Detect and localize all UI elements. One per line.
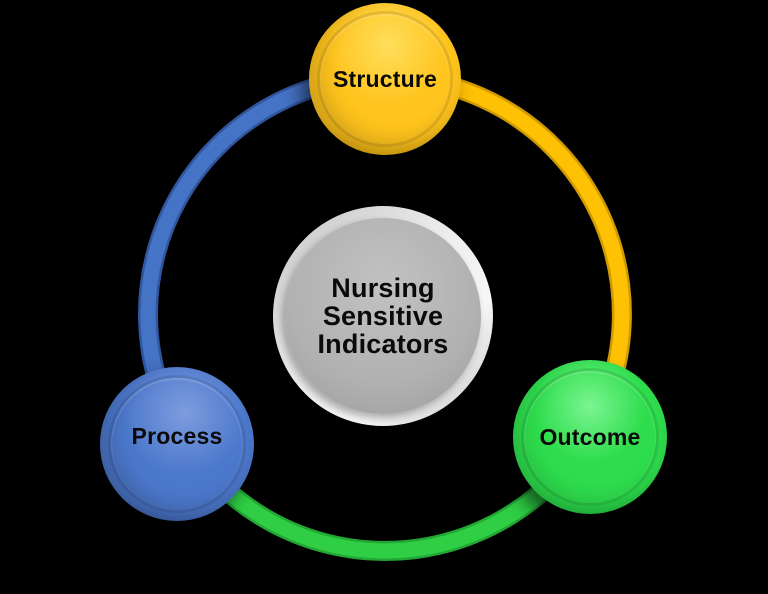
node-structure: Structure bbox=[309, 3, 461, 155]
center-label-line-1: Nursing bbox=[331, 273, 435, 303]
node-process: Process bbox=[100, 367, 254, 521]
node-outcome-label: Outcome bbox=[539, 423, 641, 450]
center-label-line-2: Sensitive bbox=[322, 301, 444, 331]
center-label-line-3: Indicators bbox=[317, 329, 449, 359]
node-structure-label: Structure bbox=[332, 65, 438, 92]
center-circle: Nursing Sensitive Indicators bbox=[273, 206, 493, 426]
center-label: Nursing Sensitive Indicators bbox=[317, 274, 448, 358]
node-outcome: Outcome bbox=[513, 360, 667, 514]
node-process-label: Process bbox=[131, 422, 223, 449]
